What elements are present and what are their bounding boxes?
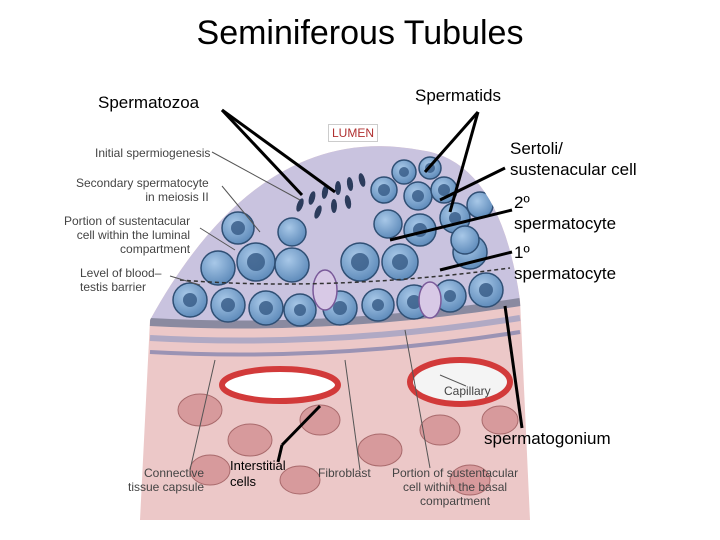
label-sertoli-cell: Sertoli/ sustenacular cell — [510, 139, 637, 179]
figure-label-capillary: Capillary — [444, 384, 491, 398]
pointer-lines — [220, 108, 524, 463]
figure-label-blood-testis-barrier: Level of blood– testis barrier — [80, 266, 162, 294]
capillary-vessel — [219, 366, 341, 404]
capillary-vessel — [407, 357, 513, 407]
blood-testis-barrier-line — [179, 267, 511, 285]
label-spermatozoa: Spermatozoa — [98, 93, 200, 112]
label-primary-spermatocyte: 1º spermatocyte — [514, 243, 617, 283]
label-interstitial-cells: Interstitial cells — [230, 458, 286, 489]
label-secondary-spermatocyte: 2º spermatocyte — [514, 193, 617, 233]
figure-label-fibroblast: Fibroblast — [318, 466, 371, 480]
figure-label-portion-luminal: Portion of sustentacular cell within the… — [64, 214, 191, 256]
figure-label-connective-tissue: Connective tissue capsule — [128, 466, 205, 494]
figure-label-initial-spermiogenesis: Initial spermiogenesis — [95, 146, 211, 160]
figure-label-secondary-meiosis: Secondary spermatocyte in meiosis II — [76, 176, 209, 204]
label-spermatids: Spermatids — [415, 86, 501, 105]
figure-label-lumen: LUMEN — [328, 124, 379, 142]
figure-label-portion-basal: Portion of sustentacular cell within the… — [392, 466, 519, 508]
label-spermatogonium: spermatogonium — [484, 429, 611, 448]
page-title: Seminiferous Tubules — [196, 14, 524, 52]
